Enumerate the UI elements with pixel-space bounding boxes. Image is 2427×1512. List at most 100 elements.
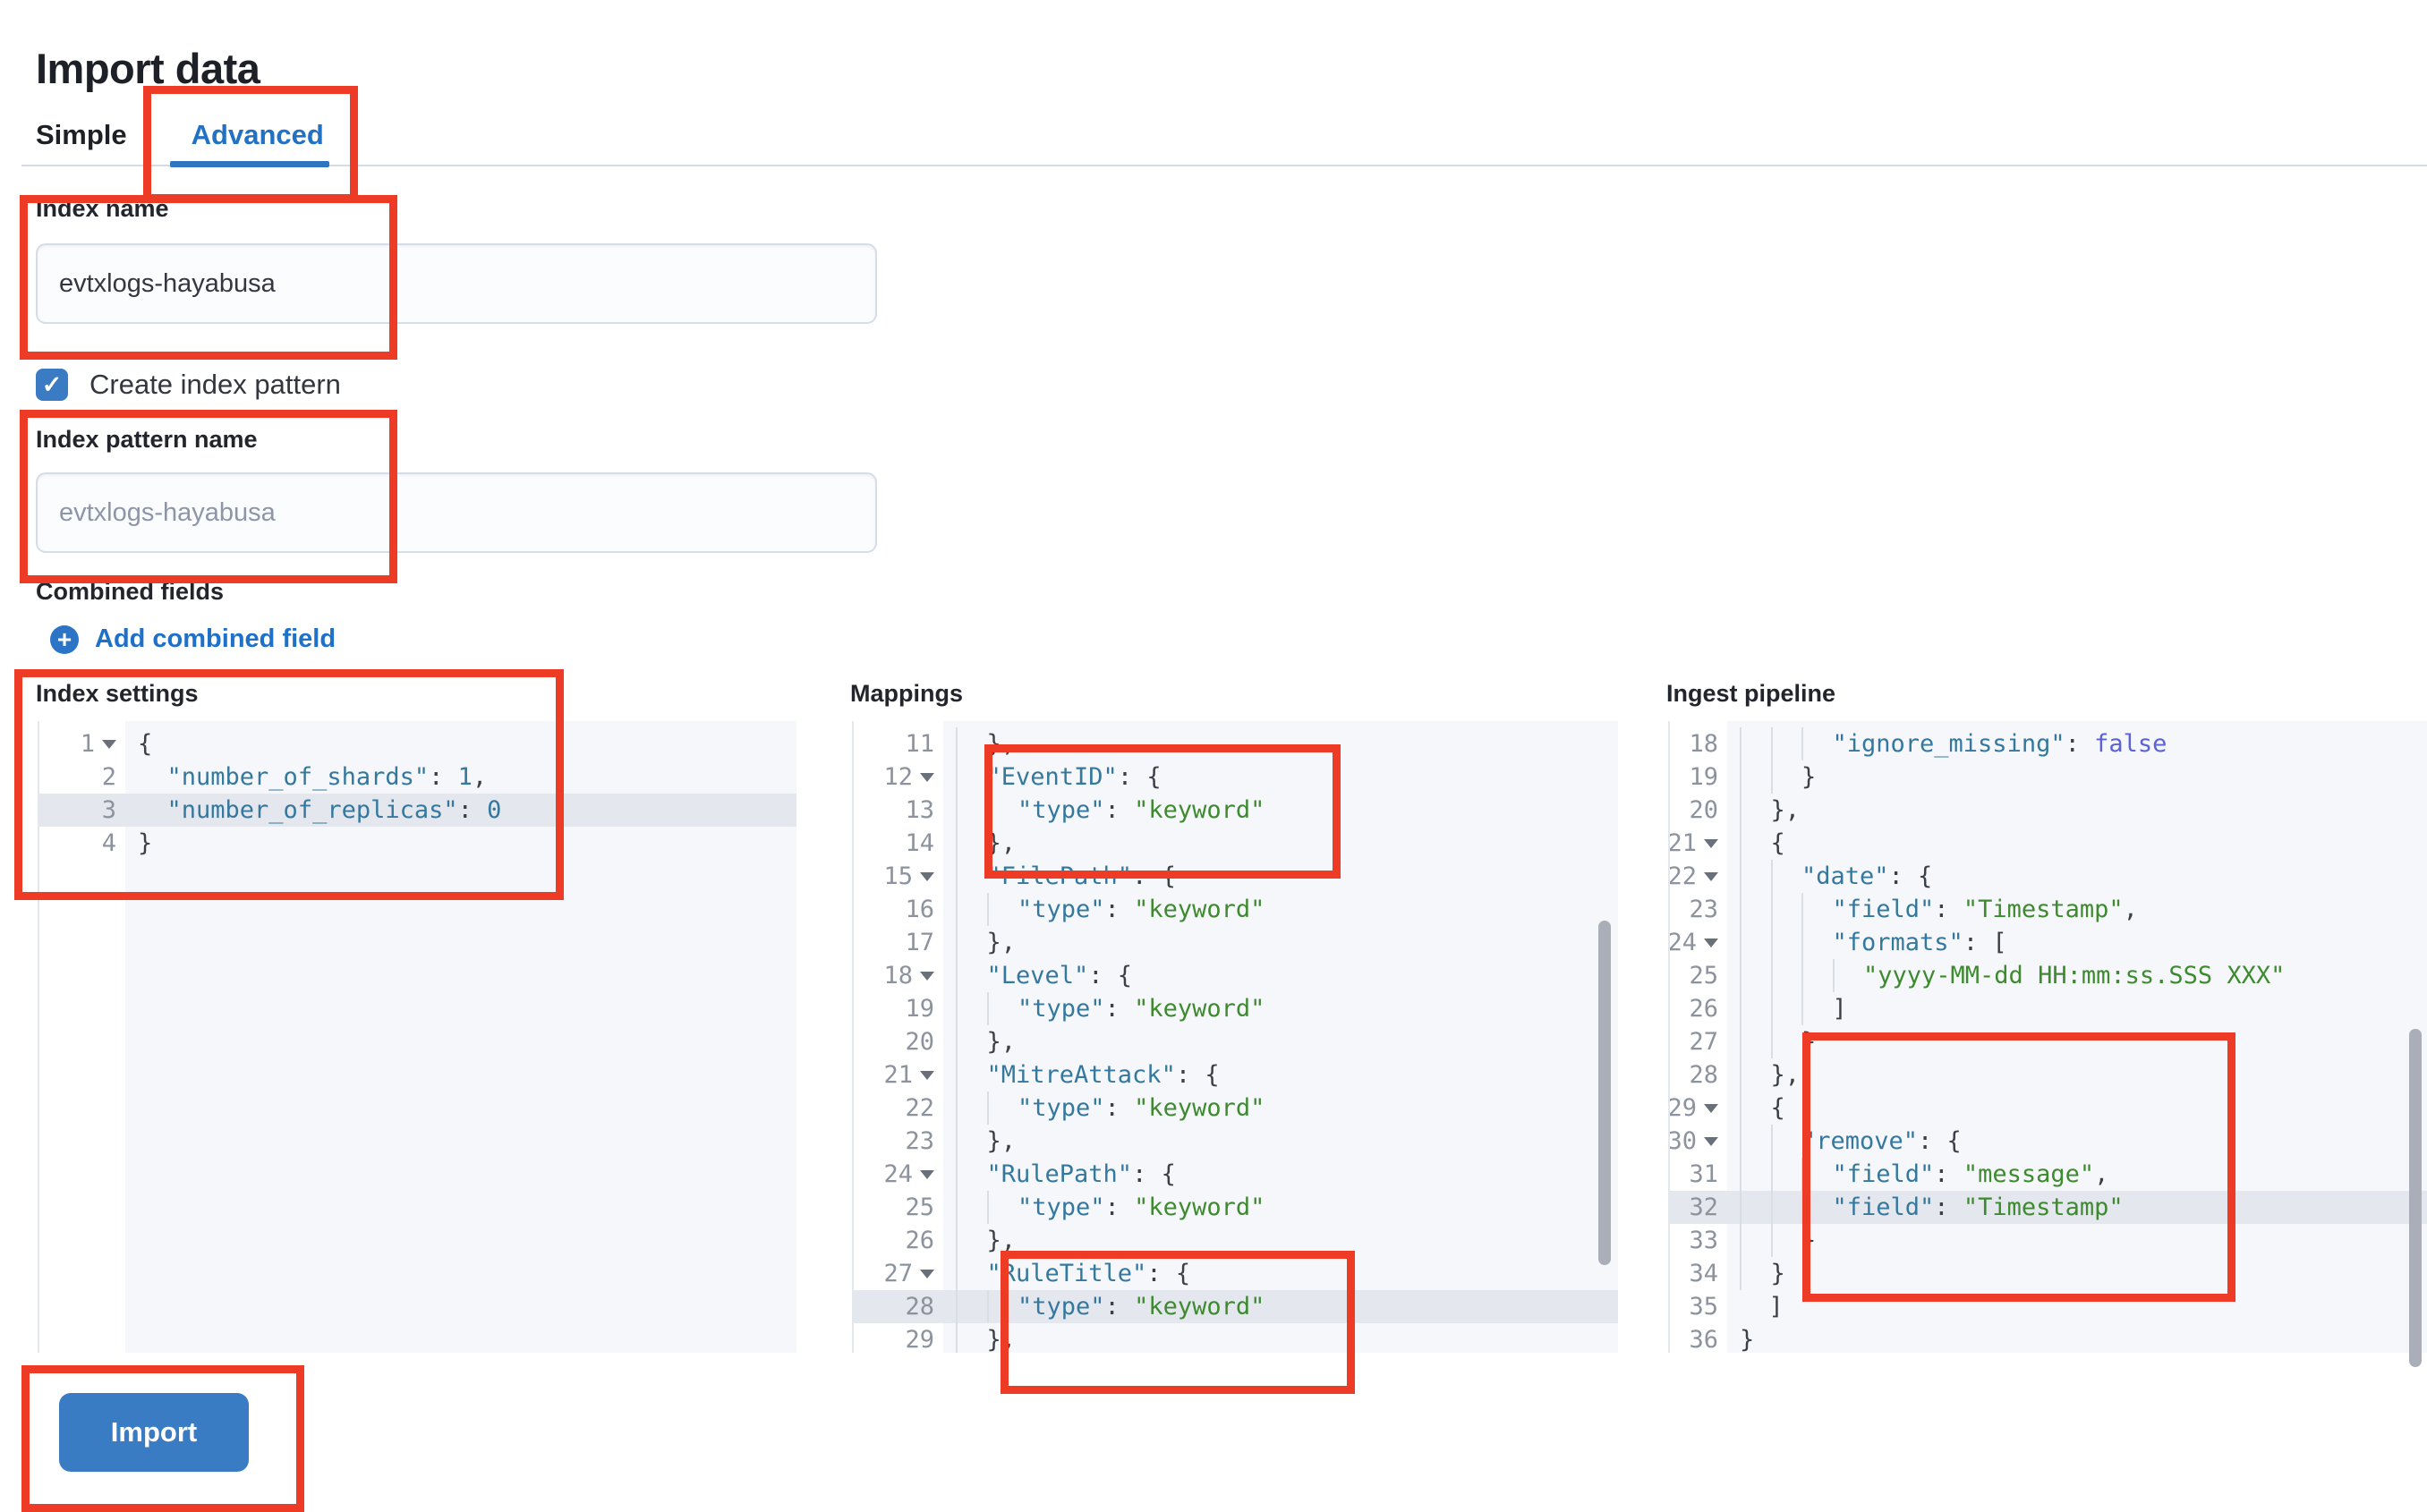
indent-guide — [1770, 893, 1802, 926]
indent-guide — [1740, 1025, 1771, 1058]
indent-guide — [1740, 1158, 1771, 1191]
tab-advanced[interactable]: Advanced — [191, 119, 324, 150]
indent-guide — [956, 827, 987, 860]
code-line: 20}, — [1670, 794, 2427, 827]
indent-guide — [956, 1158, 987, 1191]
code-line: 11}, — [854, 727, 1618, 760]
indent-guide — [1740, 860, 1771, 893]
index-name-input[interactable] — [36, 243, 877, 324]
code-line: 15"FilePath": { — [854, 860, 1618, 893]
code-line: 18"ignore_missing": false — [1670, 727, 2427, 760]
indent-guide — [1770, 1224, 1802, 1257]
line-number: 28 — [1689, 1061, 1718, 1089]
code-line: 26}, — [854, 1224, 1618, 1257]
indent-guide — [956, 1058, 987, 1092]
line-number: 13 — [905, 796, 934, 824]
line-number: 28 — [905, 1293, 934, 1321]
indent-guide — [1770, 959, 1802, 992]
indent-guide — [1801, 992, 1833, 1025]
code-line: 23}, — [854, 1125, 1618, 1158]
line-number: 23 — [1689, 896, 1718, 923]
indent-guide — [1740, 760, 1771, 794]
fold-caret-icon[interactable] — [920, 1269, 934, 1278]
fold-caret-icon[interactable] — [920, 1169, 934, 1179]
ingest-pipeline-scrollbar-thumb[interactable] — [2409, 1029, 2422, 1367]
line-number: 16 — [905, 896, 934, 923]
fold-caret-icon[interactable] — [920, 1070, 934, 1080]
code-line: 28}, — [1670, 1058, 2427, 1092]
line-number: 3 — [101, 796, 116, 824]
line-number: 27 — [1689, 1028, 1718, 1056]
line-number: 24 — [1668, 929, 1697, 956]
code-line: 27} — [1670, 1025, 2427, 1058]
indent-guide — [1801, 893, 1833, 926]
line-number: 1 — [80, 730, 95, 758]
fold-caret-icon[interactable] — [1704, 938, 1718, 947]
ingest-pipeline-label: Ingest pipeline — [1666, 680, 1836, 707]
indent-guide — [956, 727, 987, 760]
tab-simple[interactable]: Simple — [36, 119, 127, 150]
checkmark-icon: ✓ — [41, 370, 63, 398]
fold-caret-icon[interactable] — [1704, 1136, 1718, 1146]
indent-guide — [1770, 1125, 1802, 1158]
indent-guide — [1740, 1257, 1771, 1290]
indent-guide — [1770, 860, 1802, 893]
create-index-pattern-row: ✓ Create index pattern — [36, 369, 341, 401]
index-pattern-name-input[interactable] — [36, 472, 877, 553]
code-line: 21{ — [1670, 827, 2427, 860]
code-line: 22"type": "keyword" — [854, 1092, 1618, 1125]
indent-guide — [986, 794, 1018, 827]
line-number: 12 — [883, 763, 913, 791]
indent-guide — [1740, 893, 1771, 926]
line-number: 4 — [101, 829, 116, 857]
combined-fields-label: Combined fields — [36, 578, 225, 605]
code-line: 31"field": "message", — [1670, 1158, 2427, 1191]
fold-caret-icon[interactable] — [1704, 871, 1718, 881]
code-line: 28"type": "keyword" — [854, 1290, 1618, 1323]
fold-caret-icon[interactable] — [1704, 838, 1718, 848]
indent-guide — [1770, 727, 1802, 760]
mappings-scrollbar-thumb[interactable] — [1598, 921, 1611, 1265]
line-number: 15 — [883, 862, 913, 890]
fold-caret-icon[interactable] — [102, 739, 116, 749]
fold-caret-icon[interactable] — [1704, 1103, 1718, 1113]
indent-guide — [956, 760, 987, 794]
indent-guide — [1740, 959, 1771, 992]
line-number: 29 — [1668, 1094, 1697, 1122]
plus-circle-icon: + — [50, 624, 79, 654]
mappings-code-editor[interactable]: 11},12"EventID": {13"type": "keyword"14}… — [852, 721, 1618, 1353]
code-line: 19} — [1670, 760, 2427, 794]
fold-caret-icon[interactable] — [920, 971, 934, 981]
indent-guide — [956, 959, 987, 992]
code-line: 24"formats": [ — [1670, 926, 2427, 959]
line-number: 20 — [1689, 796, 1718, 824]
create-index-pattern-checkbox[interactable]: ✓ — [36, 369, 68, 401]
code-line: 20}, — [854, 1025, 1618, 1058]
import-button[interactable]: Import — [59, 1393, 249, 1472]
indent-guide — [1801, 1191, 1833, 1224]
indent-guide — [956, 1257, 987, 1290]
add-combined-field-label: Add combined field — [95, 624, 336, 653]
line-number: 31 — [1689, 1160, 1718, 1188]
indent-guide — [956, 1025, 987, 1058]
line-number: 24 — [883, 1160, 913, 1188]
line-number: 29 — [905, 1326, 934, 1353]
index-settings-code-editor[interactable]: 1{2 "number_of_shards": 1,3 "number_of_r… — [38, 721, 796, 1353]
indent-guide — [1832, 959, 1864, 992]
code-line: 19"type": "keyword" — [854, 992, 1618, 1025]
indent-guide — [1770, 1025, 1802, 1058]
indent-guide — [956, 860, 987, 893]
fold-caret-icon[interactable] — [920, 871, 934, 881]
line-number: 21 — [883, 1061, 913, 1089]
code-line: 13"type": "keyword" — [854, 794, 1618, 827]
line-number: 21 — [1668, 829, 1697, 857]
line-number: 19 — [1689, 763, 1718, 791]
indent-guide — [986, 1290, 1018, 1323]
code-line: 25"yyyy-MM-dd HH:mm:ss.SSS XXX" — [1670, 959, 2427, 992]
code-line: 4} — [39, 827, 796, 860]
fold-caret-icon[interactable] — [920, 772, 934, 782]
indent-guide — [1740, 794, 1771, 827]
indent-guide — [1740, 1224, 1771, 1257]
add-combined-field-link[interactable]: + Add combined field — [50, 624, 336, 654]
